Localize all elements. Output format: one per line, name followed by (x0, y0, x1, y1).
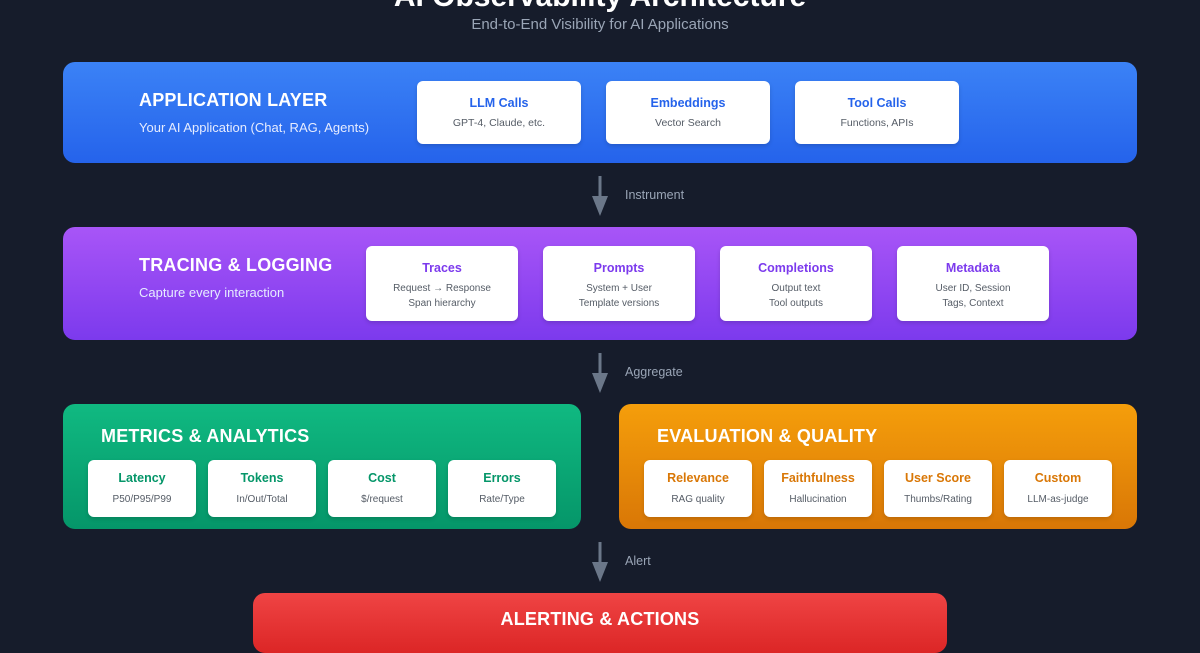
card-subtitle: $/request (361, 494, 403, 505)
card-title: Latency (118, 471, 166, 485)
completions-card: Completions Output text Tool outputs (720, 246, 872, 321)
embeddings-card: Embeddings Vector Search (606, 81, 770, 144)
application-layer: APPLICATION LAYER Your AI Application (C… (63, 62, 1137, 163)
faithfulness-card: Faithfulness Hallucination (764, 460, 872, 517)
card-title: Traces (422, 261, 462, 275)
card-line-2: Template versions (578, 298, 660, 309)
tracing-layer-description: Capture every interaction (139, 285, 285, 300)
arrow-down-icon (592, 353, 608, 393)
alert-connector: Alert (591, 542, 711, 582)
card-subtitle: Vector Search (655, 117, 721, 129)
traces-card: Traces Request → Response Span hierarchy (366, 246, 518, 321)
alerting-layer-title: ALERTING & ACTIONS (500, 609, 700, 629)
tracing-layer-title: TRACING & LOGGING (139, 255, 333, 275)
card-title: Errors (483, 471, 521, 485)
metadata-card: Metadata User ID, Session Tags, Context (897, 246, 1049, 321)
card-subtitle: P50/P95/P99 (112, 494, 172, 505)
card-line-2: Tags, Context (942, 298, 1004, 309)
relevance-card: Relevance RAG quality (644, 460, 752, 517)
tokens-card: Tokens In/Out/Total (208, 460, 316, 517)
card-title: Completions (758, 261, 834, 275)
card-line-2: Span hierarchy (408, 298, 476, 309)
latency-card: Latency P50/P95/P99 (88, 460, 196, 517)
metrics-layer-title: METRICS & ANALYTICS (101, 426, 310, 446)
alerting-actions-layer: ALERTING & ACTIONS (253, 593, 947, 653)
card-line-1: System + User (586, 283, 652, 294)
custom-card: Custom LLM-as-judge (1004, 460, 1112, 517)
card-subtitle: Rate/Type (479, 494, 525, 505)
card-title: Custom (1034, 471, 1082, 485)
card-subtitle: Thumbs/Rating (904, 494, 972, 505)
page-subtitle: End-to-End Visibility for AI Application… (471, 16, 729, 33)
card-line-1: User ID, Session (935, 283, 1011, 294)
card-subtitle: RAG quality (671, 494, 725, 505)
card-subtitle: Functions, APIs (840, 117, 914, 129)
card-line-1: Request → Response (393, 283, 491, 294)
cost-card: Cost $/request (328, 460, 436, 517)
connector-label: Aggregate (625, 365, 683, 379)
card-line-1: Output text (771, 283, 821, 294)
card-title: Prompts (593, 261, 645, 275)
instrument-connector: Instrument (591, 176, 711, 216)
application-layer-title: APPLICATION LAYER (139, 90, 328, 110)
prompts-card: Prompts System + User Template versions (543, 246, 695, 321)
card-subtitle: GPT-4, Claude, etc. (452, 117, 546, 129)
card-title: Cost (368, 471, 396, 485)
connector-label: Instrument (625, 188, 685, 202)
card-subtitle: LLM-as-judge (1027, 494, 1089, 505)
tool-calls-card: Tool Calls Functions, APIs (795, 81, 959, 144)
card-line-2: Tool outputs (769, 298, 823, 309)
connector-label: Alert (625, 554, 651, 568)
application-layer-description: Your AI Application (Chat, RAG, Agents) (139, 120, 370, 135)
card-title: Faithfulness (781, 471, 855, 485)
errors-card: Errors Rate/Type (448, 460, 556, 517)
card-title: Relevance (667, 471, 729, 485)
user-score-card: User Score Thumbs/Rating (884, 460, 992, 517)
card-subtitle: Hallucination (789, 494, 847, 505)
card-title: Metadata (945, 261, 1001, 275)
card-title: Tokens (240, 471, 284, 485)
card-subtitle: In/Out/Total (236, 494, 288, 505)
tracing-logging-layer: TRACING & LOGGING Capture every interact… (63, 227, 1137, 340)
card-title: LLM Calls (469, 96, 529, 110)
evaluation-quality-layer: EVALUATION & QUALITY Relevance RAG quali… (619, 404, 1137, 529)
page-title: AI Observability Architecture (0, 0, 1200, 14)
llm-calls-card: LLM Calls GPT-4, Claude, etc. (417, 81, 581, 144)
arrow-down-icon (592, 542, 608, 582)
card-title: Tool Calls (847, 96, 907, 110)
metrics-analytics-layer: METRICS & ANALYTICS Latency P50/P95/P99 … (63, 404, 581, 529)
aggregate-connector: Aggregate (591, 353, 711, 393)
card-title: User Score (904, 471, 971, 485)
arrow-down-icon (592, 176, 608, 216)
evaluation-layer-title: EVALUATION & QUALITY (657, 426, 878, 446)
card-title: Embeddings (650, 96, 726, 110)
